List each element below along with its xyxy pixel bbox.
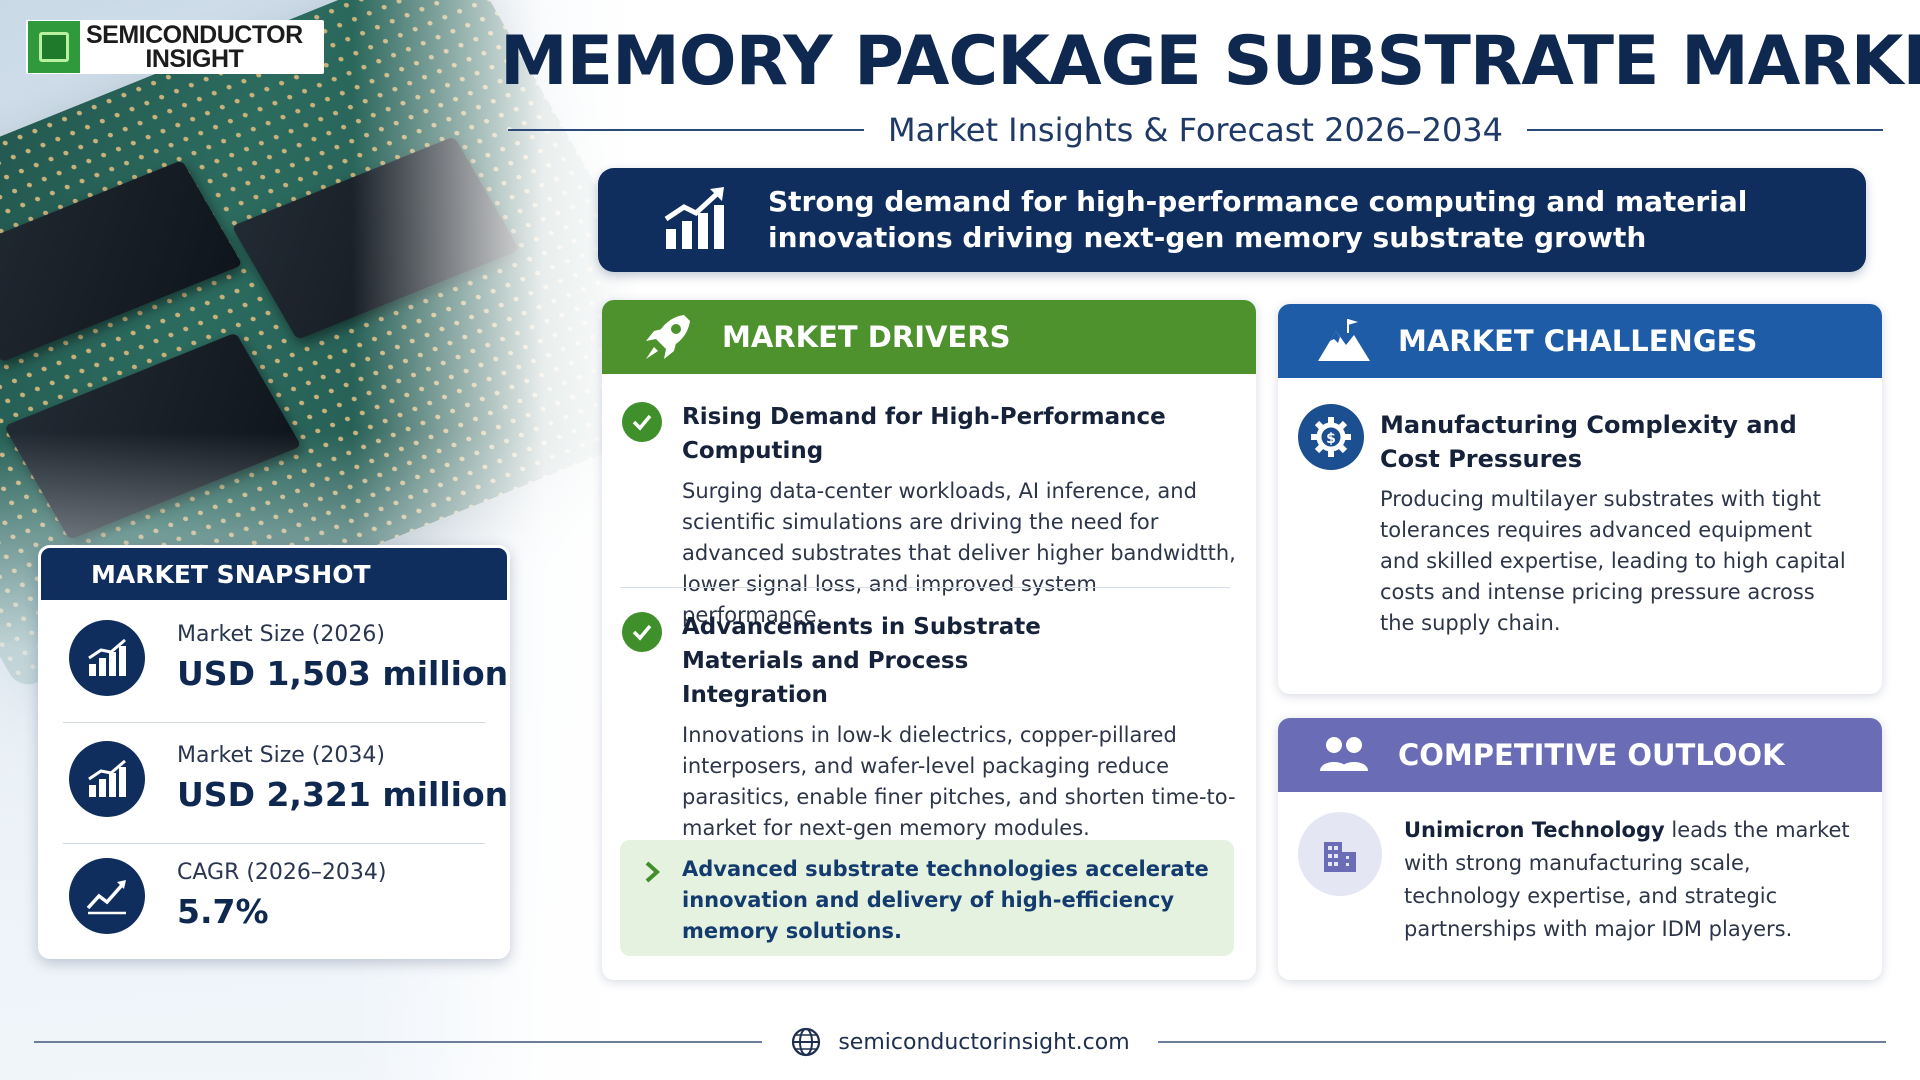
competitive-body: leads the market with strong manufacturi…	[1404, 818, 1850, 941]
trend-line-icon	[69, 858, 145, 934]
people-icon	[1320, 737, 1368, 771]
subtitle-rule-right	[1527, 129, 1884, 131]
snapshot-value: 5.7%	[177, 892, 269, 931]
website-link[interactable]: semiconductorinsight.com	[790, 1026, 1130, 1058]
driver-divider	[620, 587, 1230, 588]
snapshot-label: CAGR (2026–2034)	[177, 860, 387, 885]
footer: semiconductorinsight.com	[34, 1024, 1887, 1060]
brand-logo[interactable]: SEMICONDUCTOR INSIGHT	[26, 20, 324, 74]
building-icon	[1298, 812, 1382, 896]
gear-icon: $	[1298, 404, 1364, 470]
logo-line-2: INSIGHT	[145, 45, 244, 73]
mountain-icon	[1318, 319, 1370, 361]
snapshot-row: CAGR (2026–2034) 5.7%	[41, 838, 507, 956]
check-icon	[622, 402, 662, 442]
snapshot-label: Market Size (2034)	[177, 743, 385, 768]
market-challenges-header: MARKET CHALLENGES	[1278, 304, 1882, 378]
logo-wordmark: SEMICONDUCTOR INSIGHT	[86, 21, 303, 73]
website-url: semiconductorinsight.com	[838, 1029, 1130, 1055]
banner-text: Strong demand for high-performance compu…	[768, 185, 1748, 254]
snapshot-value: USD 2,321 million	[177, 775, 509, 814]
footer-rule-right	[1157, 1041, 1887, 1043]
check-icon	[622, 612, 662, 652]
challenge-body: Producing multilayer substrates with tig…	[1380, 487, 1846, 635]
driver-title: Advancements in Substrate Materials and …	[682, 614, 1041, 708]
market-snapshot-title: MARKET SNAPSHOT	[91, 559, 371, 589]
market-challenges-title: MARKET CHALLENGES	[1398, 324, 1758, 358]
market-leader-name: Unimicron Technology	[1404, 818, 1665, 842]
competitive-outlook-header: COMPETITIVE OUTLOOK	[1278, 718, 1882, 792]
snapshot-label: Market Size (2026)	[177, 622, 385, 647]
bar-chart-icon	[69, 620, 145, 696]
chevron-right-icon	[645, 861, 660, 883]
snapshot-value: USD 1,503 million	[177, 654, 509, 693]
driver-title: Rising Demand for High-Performance Compu…	[682, 404, 1166, 464]
driver-item: Rising Demand for High-Performance Compu…	[620, 400, 1240, 631]
page-title: MEMORY PACKAGE SUBSTRATE MARKET	[500, 22, 1920, 101]
driver-body: Innovations in low-k dielectrics, copper…	[682, 723, 1236, 840]
growth-chart-icon	[664, 187, 724, 249]
market-snapshot-header: MARKET SNAPSHOT	[41, 548, 507, 600]
callout-text: Advanced substrate technologies accelera…	[682, 857, 1209, 943]
snapshot-row: Market Size (2034) USD 2,321 million	[41, 721, 507, 839]
competitive-text: Unimicron Technology leads the market wi…	[1404, 814, 1864, 946]
headline-banner: Strong demand for high-performance compu…	[598, 168, 1866, 272]
market-drivers-header: MARKET DRIVERS	[602, 300, 1256, 374]
subtitle-rule-left	[508, 129, 864, 131]
market-challenges-card: MARKET CHALLENGES $ Manufacturing Comple…	[1278, 304, 1882, 694]
page-subtitle: Market Insights & Forecast 2026–2034	[888, 111, 1504, 149]
logo-line-1: SEMICONDUCTOR	[86, 21, 303, 49]
competitive-outlook-title: COMPETITIVE OUTLOOK	[1398, 738, 1785, 772]
market-drivers-title: MARKET DRIVERS	[722, 320, 1011, 354]
chip-logo-icon	[28, 21, 80, 73]
footer-rule-left	[34, 1041, 763, 1043]
market-drivers-card: MARKET DRIVERS Rising Demand for High-Pe…	[602, 300, 1256, 980]
challenge-title: Manufacturing Complexity and Cost Pressu…	[1380, 411, 1797, 473]
svg-text:$: $	[1326, 431, 1336, 447]
subtitle-row: Market Insights & Forecast 2026–2034	[508, 108, 1884, 152]
competitive-outlook-card: COMPETITIVE OUTLOOK Unimicron Technology…	[1278, 718, 1882, 980]
market-snapshot-card: MARKET SNAPSHOT Market Size (2026) USD 1…	[38, 545, 510, 959]
snapshot-divider	[63, 843, 485, 844]
bar-chart-icon	[69, 741, 145, 817]
driver-body: Surging data-center workloads, AI infere…	[682, 479, 1236, 627]
snapshot-row: Market Size (2026) USD 1,503 million	[41, 600, 507, 718]
driver-item: Advancements in Substrate Materials and …	[620, 610, 1240, 844]
snapshot-divider	[63, 722, 485, 723]
globe-icon	[792, 1027, 821, 1057]
rocket-icon	[646, 315, 690, 359]
drivers-callout: Advanced substrate technologies accelera…	[620, 840, 1234, 956]
